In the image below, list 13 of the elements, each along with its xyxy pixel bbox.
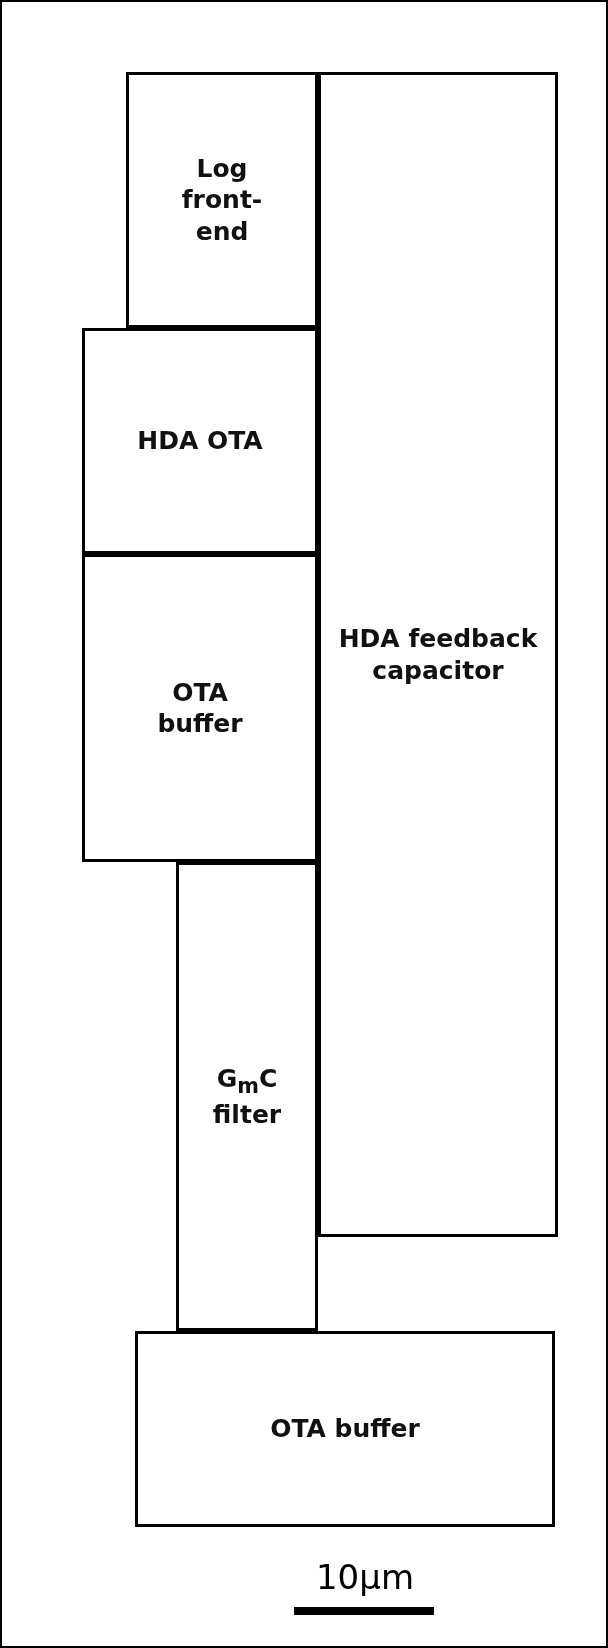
block-label: HDA OTA xyxy=(137,425,263,457)
layout-block xyxy=(82,554,318,862)
layout-block xyxy=(176,862,318,1331)
block-label: OTA buffer xyxy=(156,676,244,740)
block-label: Log front-end xyxy=(180,153,264,247)
layout-block xyxy=(318,72,558,1237)
block-label: HDA feedback capacitor xyxy=(338,623,538,686)
block-label: OTA buffer xyxy=(270,1413,420,1445)
layout-block xyxy=(82,328,318,554)
block-label: G$_{m}$C filter xyxy=(211,1062,283,1131)
scale-label: 10μm xyxy=(316,1557,414,1597)
layout-block xyxy=(135,1331,555,1527)
layout-block xyxy=(126,72,318,328)
